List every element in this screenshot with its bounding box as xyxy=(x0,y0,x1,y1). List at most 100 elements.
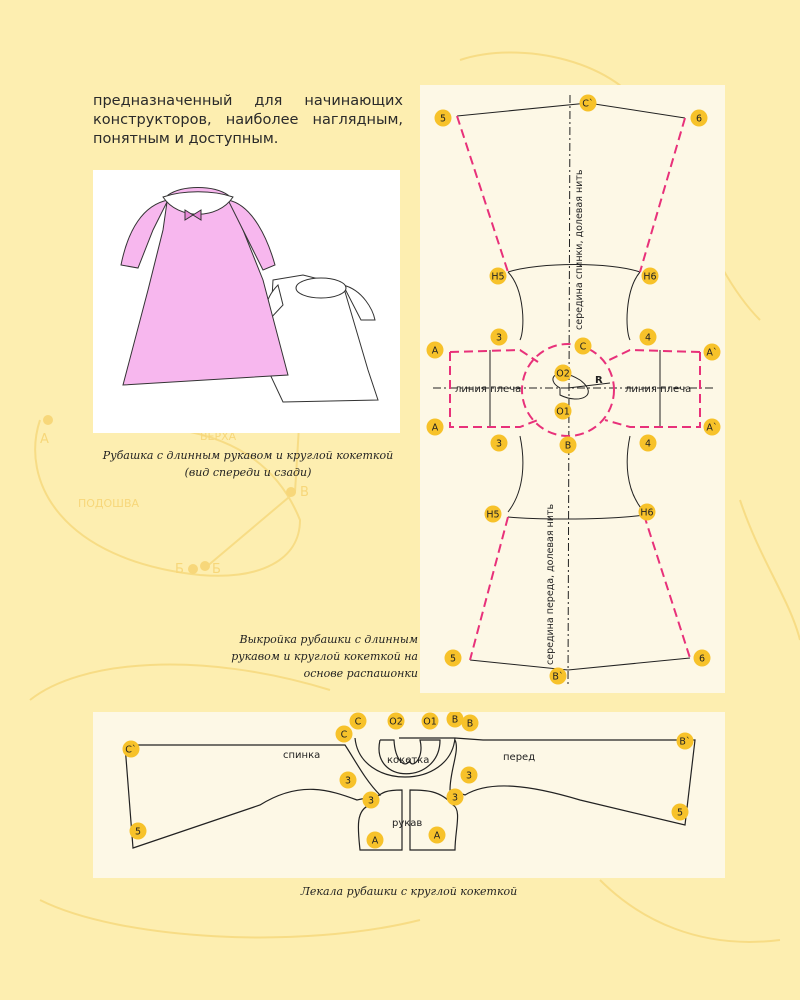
marker-label: 3 xyxy=(466,771,472,782)
marker-label: O1 xyxy=(423,717,437,728)
marker-circle xyxy=(484,505,502,523)
point-marker: B xyxy=(559,436,577,454)
marker-label: C` xyxy=(125,745,136,756)
back-piece xyxy=(124,744,382,849)
point-marker: 4 xyxy=(639,328,657,346)
sleeve-left xyxy=(357,789,403,851)
watermark-label: А xyxy=(40,432,49,447)
watermark-label: Б xyxy=(212,562,221,577)
marker-circle xyxy=(339,771,357,789)
marker-label: 5 xyxy=(135,827,141,838)
watermark-label: Б xyxy=(175,562,184,577)
point-marker: H5 xyxy=(489,267,507,285)
radius-arrow xyxy=(567,382,611,389)
marker-label: O2 xyxy=(389,717,403,728)
marker-circle xyxy=(444,649,462,667)
templates-drawing: спинка перед кокетка рукав C O2 O1 B C B C` B` 3… xyxy=(122,710,696,851)
marker-circle xyxy=(490,434,508,452)
point-marker: 6 xyxy=(693,649,711,667)
point-marker: H6 xyxy=(641,267,659,285)
point-marker: O2 xyxy=(554,364,572,382)
marker-label: 3 xyxy=(496,333,502,344)
point-marker: 6 xyxy=(690,109,708,127)
marker-circle xyxy=(579,94,597,112)
point-marker: 5 xyxy=(129,822,147,840)
shoulder-line-label-left: линия плеча xyxy=(455,384,521,395)
point-marker: 3 xyxy=(446,788,464,806)
radius-label: R xyxy=(595,375,603,386)
marker-label: 4 xyxy=(645,439,651,450)
pattern-caption: Выкройка рубашки с длинным рукавом и кру… xyxy=(231,633,418,680)
marker-circle xyxy=(426,418,444,436)
marker-label: H6 xyxy=(643,272,656,283)
marker-circle xyxy=(554,364,572,382)
marker-circle xyxy=(703,418,721,436)
point-marker: 3 xyxy=(362,791,380,809)
marker-circle xyxy=(639,328,657,346)
marker-label: H6 xyxy=(640,508,653,519)
marker-label: A xyxy=(434,831,441,842)
marker-circle xyxy=(349,712,367,730)
point-marker: 3 xyxy=(490,434,508,452)
point-marker: 3 xyxy=(490,328,508,346)
marker-label: 3 xyxy=(496,439,502,450)
marker-label: O2 xyxy=(556,369,570,380)
marker-label: B` xyxy=(552,672,563,683)
marker-circle xyxy=(122,740,140,758)
marker-label: 3 xyxy=(345,776,351,787)
front-center-label: середина переда, долевая нить xyxy=(545,504,556,665)
point-marker: B` xyxy=(676,732,694,750)
point-marker: C xyxy=(574,337,592,355)
point-marker: A xyxy=(366,831,384,849)
marker-label: C` xyxy=(582,99,593,110)
yoke-label: кокетка xyxy=(387,755,429,766)
point-marker: 3 xyxy=(339,771,357,789)
marker-circle xyxy=(446,788,464,806)
marker-circle xyxy=(690,109,708,127)
point-marker: B` xyxy=(549,667,567,685)
marker-label: C xyxy=(341,730,348,741)
point-marker: B xyxy=(461,714,479,732)
marker-label: B xyxy=(452,715,459,726)
marker-label: 3 xyxy=(368,796,374,807)
marker-label: 5 xyxy=(677,808,683,819)
marker-label: B xyxy=(565,441,572,452)
marker-circle xyxy=(446,710,464,728)
marker-circle xyxy=(434,109,452,127)
point-marker: A xyxy=(426,418,444,436)
point-marker: 5 xyxy=(434,109,452,127)
dress-drawing xyxy=(120,187,379,403)
center-line xyxy=(567,94,571,686)
point-marker: C xyxy=(335,725,353,743)
marker-circle xyxy=(549,667,567,685)
sleeve-label: рукав xyxy=(392,818,422,829)
point-marker: O2 xyxy=(387,712,405,730)
marker-circle xyxy=(460,766,478,784)
marker-label: O1 xyxy=(556,407,570,418)
point-marker: C` xyxy=(122,740,140,758)
pattern-drawing: линия плеча линия плеча R середина спинк… xyxy=(426,94,721,686)
marker-label: B xyxy=(467,719,474,730)
pattern-panel: линия плеча линия плеча R середина спинк… xyxy=(420,85,725,693)
marker-label: 3 xyxy=(452,793,458,804)
point-marker: A` xyxy=(703,418,721,436)
point-marker: 5 xyxy=(671,803,689,821)
point-marker: O1 xyxy=(421,712,439,730)
marker-circle xyxy=(490,328,508,346)
sleeve-right xyxy=(409,789,459,851)
back-label: спинка xyxy=(283,750,320,761)
marker-label: C xyxy=(355,717,362,728)
marker-circle xyxy=(335,725,353,743)
marker-circle xyxy=(676,732,694,750)
templates-caption: Лекала рубашки с круглой кокеткой xyxy=(300,885,518,898)
front-label: перед xyxy=(503,752,535,763)
marker-label: 6 xyxy=(699,654,705,665)
marker-circle xyxy=(489,267,507,285)
neck-curve xyxy=(552,373,589,400)
back-center-label: середина спинки, долевая нить xyxy=(574,169,585,330)
watermark-label: ПОДОШВА xyxy=(78,497,140,510)
dress-illustration xyxy=(93,170,400,433)
point-marker: 5 xyxy=(444,649,462,667)
marker-circle xyxy=(362,791,380,809)
marker-label: 5 xyxy=(440,114,446,125)
